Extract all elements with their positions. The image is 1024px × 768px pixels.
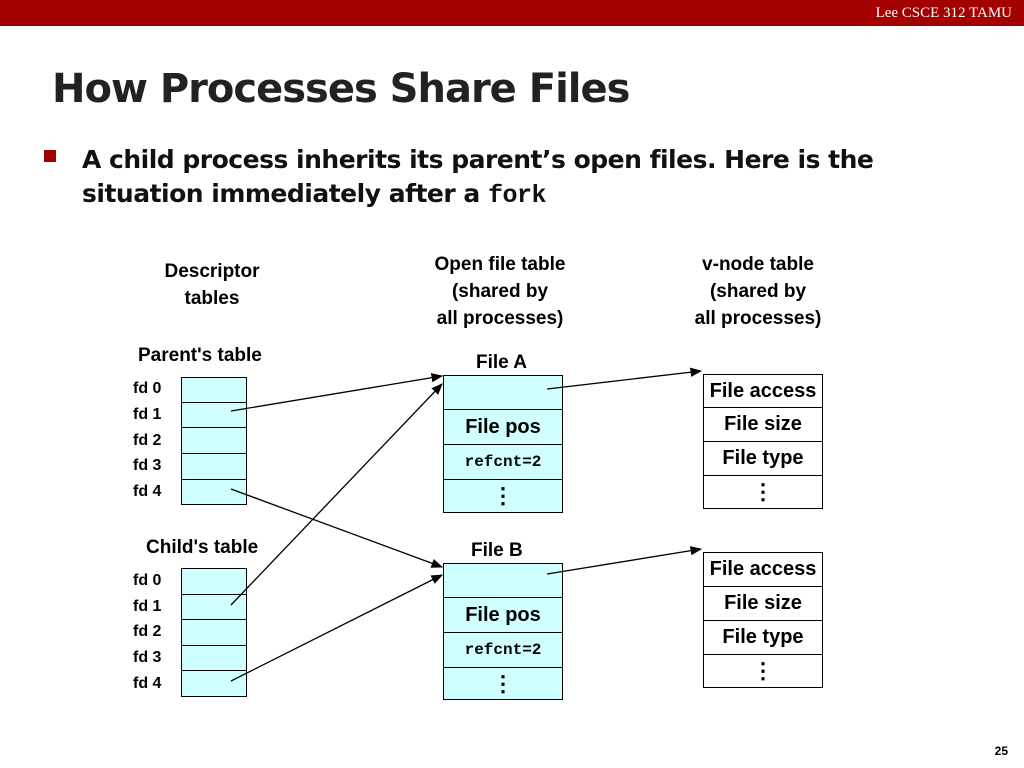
child-fd-2-cell xyxy=(181,619,247,646)
parent-fd-3-label: fd 3 xyxy=(133,457,162,474)
arrow-child-fd4-to-file-b xyxy=(230,574,444,682)
file-a-label: File A xyxy=(476,352,528,373)
bullet-square-icon xyxy=(44,150,56,162)
descriptor-tables-label: Descriptor tables xyxy=(150,258,274,312)
vnode-label-line-3: all processes) xyxy=(694,308,822,329)
child-table-label: Child's table xyxy=(146,537,259,558)
vnode-a-more-cell: ⋮ xyxy=(703,475,823,509)
parent-fd-1-cell xyxy=(181,402,247,428)
bullet-text: A child process inherits its parent’s op… xyxy=(82,143,982,213)
child-fd-3-label: fd 3 xyxy=(133,649,162,666)
vnode-b-type-cell: File type xyxy=(703,620,823,655)
descriptor-label-line-1: Descriptor xyxy=(164,261,260,282)
child-fd-2-label: fd 2 xyxy=(133,623,162,640)
header-bar: Lee CSCE 312 TAMU xyxy=(0,0,1024,26)
parent-fd-4-cell xyxy=(181,479,247,505)
bullet-code: fork xyxy=(487,181,547,210)
vnode-table-label: v-node table (shared by all processes) xyxy=(668,251,848,332)
parent-table-label: Parent's table xyxy=(138,345,262,366)
course-label: Lee CSCE 312 TAMU xyxy=(875,5,1012,21)
open-file-label-line-2: (shared by xyxy=(451,281,549,302)
open-file-table-label: Open file table (shared by all processes… xyxy=(410,251,590,332)
arrow-parent-fd1-to-file-a xyxy=(230,373,444,412)
child-fd-3-cell xyxy=(181,645,247,671)
vnode-label-line-1: v-node table xyxy=(702,254,814,275)
vnode-a-type-cell: File type xyxy=(703,441,823,476)
vnode-a-size-cell: File size xyxy=(703,407,823,442)
descriptor-label-line-2: tables xyxy=(184,288,240,309)
file-b-header-cell xyxy=(443,563,563,598)
arrow-file-b-to-vnode-b xyxy=(546,546,703,575)
vnode-a-access-cell: File access xyxy=(703,374,823,408)
vnode-b-size-cell: File size xyxy=(703,586,823,621)
parent-fd-1-label: fd 1 xyxy=(133,406,162,423)
file-a-more-cell: ⋮ xyxy=(443,479,563,513)
vnode-label-line-2: (shared by xyxy=(709,281,807,302)
arrow-file-a-to-vnode-a xyxy=(546,367,703,390)
file-a-pos-cell: File pos xyxy=(443,409,563,445)
parent-fd-2-label: fd 2 xyxy=(133,432,162,449)
child-fd-1-cell xyxy=(181,594,247,620)
arrow-parent-fd4-to-file-b xyxy=(230,488,444,568)
arrow-child-fd1-to-file-a xyxy=(230,383,443,606)
slide-title: How Processes Share Files xyxy=(52,66,630,112)
parent-fd-2-cell xyxy=(181,427,247,454)
parent-fd-4-label: fd 4 xyxy=(133,483,162,500)
file-b-pos-cell: File pos xyxy=(443,597,563,633)
parent-fd-0-cell xyxy=(181,377,247,403)
child-fd-0-label: fd 0 xyxy=(133,572,162,589)
file-b-label: File B xyxy=(471,540,523,561)
child-fd-4-label: fd 4 xyxy=(133,675,162,692)
open-file-label-line-3: all processes) xyxy=(436,308,564,329)
file-b-more-cell: ⋮ xyxy=(443,667,563,700)
parent-fd-3-cell xyxy=(181,453,247,480)
file-b-refcnt-cell: refcnt=2 xyxy=(443,632,563,668)
child-fd-4-cell xyxy=(181,670,247,697)
bullet-text-body: A child process inherits its parent’s op… xyxy=(82,145,874,208)
open-file-label-line-1: Open file table xyxy=(434,254,566,275)
vnode-b-more-cell: ⋮ xyxy=(703,654,823,688)
parent-fd-0-label: fd 0 xyxy=(133,380,162,397)
page-number: 25 xyxy=(994,744,1008,758)
child-fd-1-label: fd 1 xyxy=(133,598,162,615)
